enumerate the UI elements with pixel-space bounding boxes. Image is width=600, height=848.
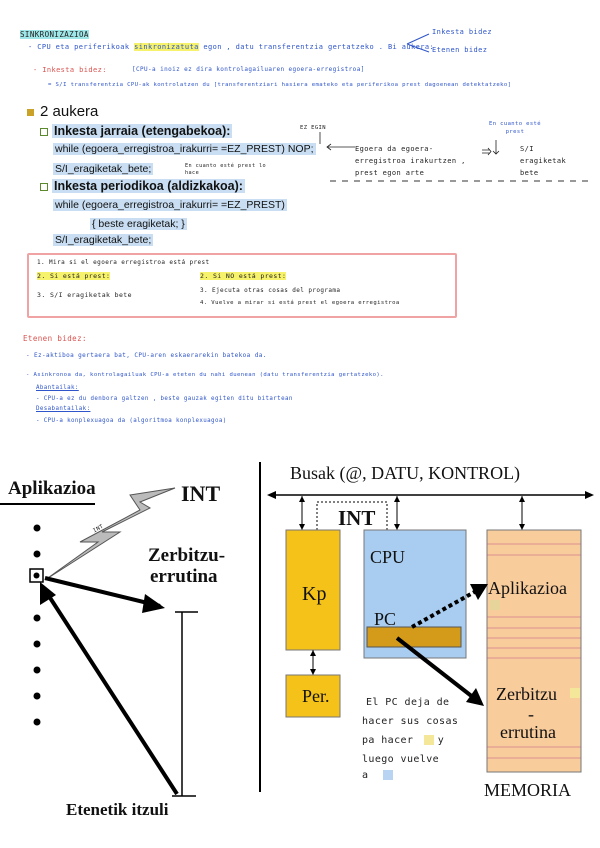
notes-line1: - CPU eta periferikoak sinkronizatuta eg… [28, 43, 434, 51]
notes-line1-post: egon , datu transferentzia gertatzeko . … [199, 43, 434, 51]
periodikoa-code2: { beste eragiketak; } [90, 218, 187, 230]
left-diagram [0, 470, 255, 820]
prest-arrow [480, 140, 510, 160]
en-cuanto-top: En cuanto esté prest [480, 120, 550, 136]
left-etenetik: Etenetik itzuli [66, 800, 168, 820]
desabantailak-line: - CPU-a konplexuagoa da (algoritmoa konp… [36, 418, 227, 424]
note-line3: pa hacer y [362, 735, 444, 746]
note-line1: El PC deja de [366, 697, 449, 708]
vertical-divider [259, 462, 261, 792]
right-int: INT [338, 506, 375, 531]
note-line5: luego vuelve [362, 754, 439, 765]
note-line3-text: pa hacer [362, 735, 413, 746]
periodikoa-heading: Inkesta periodikoa (aldizkakoa): [40, 179, 245, 193]
etenen-line1: - Ez-aktiboa gertaera bat, CPU-aren eska… [26, 352, 267, 359]
jarraia-code2-text: S/I_eragiketak_bete; [53, 163, 153, 175]
note-line3-y: y [438, 735, 444, 746]
aukera-bullet [27, 109, 34, 116]
periodikoa-title: Inkesta periodikoa (aldizkakoa): [52, 179, 245, 193]
jarraia-bullet [40, 128, 48, 136]
branch-arrows [405, 30, 435, 58]
jarraia-code1: while (egoera_erregistroa_irakurri= =EZ_… [53, 143, 316, 155]
box-line4b: 4. Vuelve a mirar si está prest el egoer… [200, 300, 400, 306]
note-yellow-square [424, 735, 434, 745]
right-cpu: CPU [370, 547, 405, 568]
aukera-title: 2 aukera [40, 103, 98, 120]
periodikoa-code1: while (egoera_erregistroa_irakurri= =EZ_… [53, 199, 287, 211]
ezegin-note: EZ EGIN [300, 125, 326, 131]
note-line6: a [362, 770, 393, 781]
ezegin-arrow [315, 132, 325, 146]
note-line2: hacer sus cosas [362, 716, 458, 727]
notes-title-text: SINKRONIZAZIOA [20, 30, 89, 39]
periodikoa-code3-text: S/I_eragiketak_bete; [53, 234, 153, 246]
right-per: Per. [302, 686, 330, 707]
note-line6-text: a [362, 770, 368, 781]
box-line2a-text: 2. Si está prest: [37, 272, 110, 280]
dashed-divider [330, 178, 590, 184]
periodikoa-code3: S/I_eragiketak_bete; [53, 234, 153, 246]
box-line3a: 3. S/I eragiketak bete [37, 291, 132, 299]
box-line2a: 2. Si está prest: [37, 272, 110, 280]
inkesta-def: [CPU-a inoiz ez dira kontrolagailuaren e… [132, 66, 365, 73]
box-line2b: 2. Si NO está prest: [200, 272, 286, 280]
box-line2b-text: 2. Si NO está prest: [200, 272, 286, 280]
jarraia-heading: Inkesta jarraia (etengabekoa): [40, 124, 232, 138]
box-line3b: 3. Ejecuta otras cosas del programa [200, 287, 340, 294]
right-aplikazioa: Aplikazioa [488, 578, 567, 599]
si-eragiketak-note: S/I eragiketak bete [520, 143, 580, 179]
abantailak-line: - CPU-a ez du denbora galtzen , beste ga… [36, 396, 293, 402]
inkesta-label: - Inkesta bidez: [33, 66, 107, 74]
notes-title: SINKRONIZAZIOA [20, 30, 89, 39]
abantailak-label: Abantailak: [36, 385, 79, 391]
notes-line1-pre: - CPU eta periferikoak [28, 43, 134, 51]
right-pc: PC [374, 609, 396, 630]
periodikoa-code1-text: while (egoera_erregistroa_irakurri= =EZ_… [53, 199, 287, 211]
jarraia-code1-text: while (egoera_erregistroa_irakurri= =EZ_… [53, 143, 316, 155]
left-int: INT [181, 481, 220, 507]
en-cuanto-small: En cuanto esté prest lo hace [185, 163, 270, 177]
left-zerbitzu2: errutina [150, 566, 218, 588]
box-line1: 1. Mira si el egoera erregistroa está pr… [37, 259, 210, 266]
periodikoa-bullet [40, 183, 48, 191]
egiaztapen-note: Egoera da egoera-erregistroa irakurtzen … [355, 143, 475, 179]
notes-line1-hl: sinkronizatuta [134, 43, 199, 51]
desabantailak-label: Desabantailak: [36, 406, 90, 412]
right-zerbitzu3: errutina [500, 722, 556, 743]
branch-top: Inkesta bidez [432, 28, 492, 36]
inkesta-line: = S/I transferentzia CPU-ak kontrolatzen… [48, 82, 511, 88]
periodikoa-code2-text: { beste eragiketak; } [90, 218, 187, 230]
etenen-line2: - Asinkronoa da, kontrolagailuak CPU-a e… [26, 372, 384, 378]
branch-bottom: Etenen bidez [432, 46, 487, 54]
jarraia-code2: S/I_eragiketak_bete; [53, 163, 153, 175]
etenen-label: Etenen bidez: [23, 334, 87, 343]
jarraia-title: Inkesta jarraia (etengabekoa): [52, 124, 232, 138]
right-kp: Kp [302, 583, 326, 606]
egiaztapen-arrow [325, 142, 357, 152]
right-memoria: MEMORIA [484, 780, 571, 801]
note-blue-square [383, 770, 393, 780]
right-zerbitzu1: Zerbitzu [496, 684, 557, 705]
aukera-heading: 2 aukera [27, 103, 98, 120]
left-zerbitzu1: Zerbitzu- [148, 545, 225, 567]
